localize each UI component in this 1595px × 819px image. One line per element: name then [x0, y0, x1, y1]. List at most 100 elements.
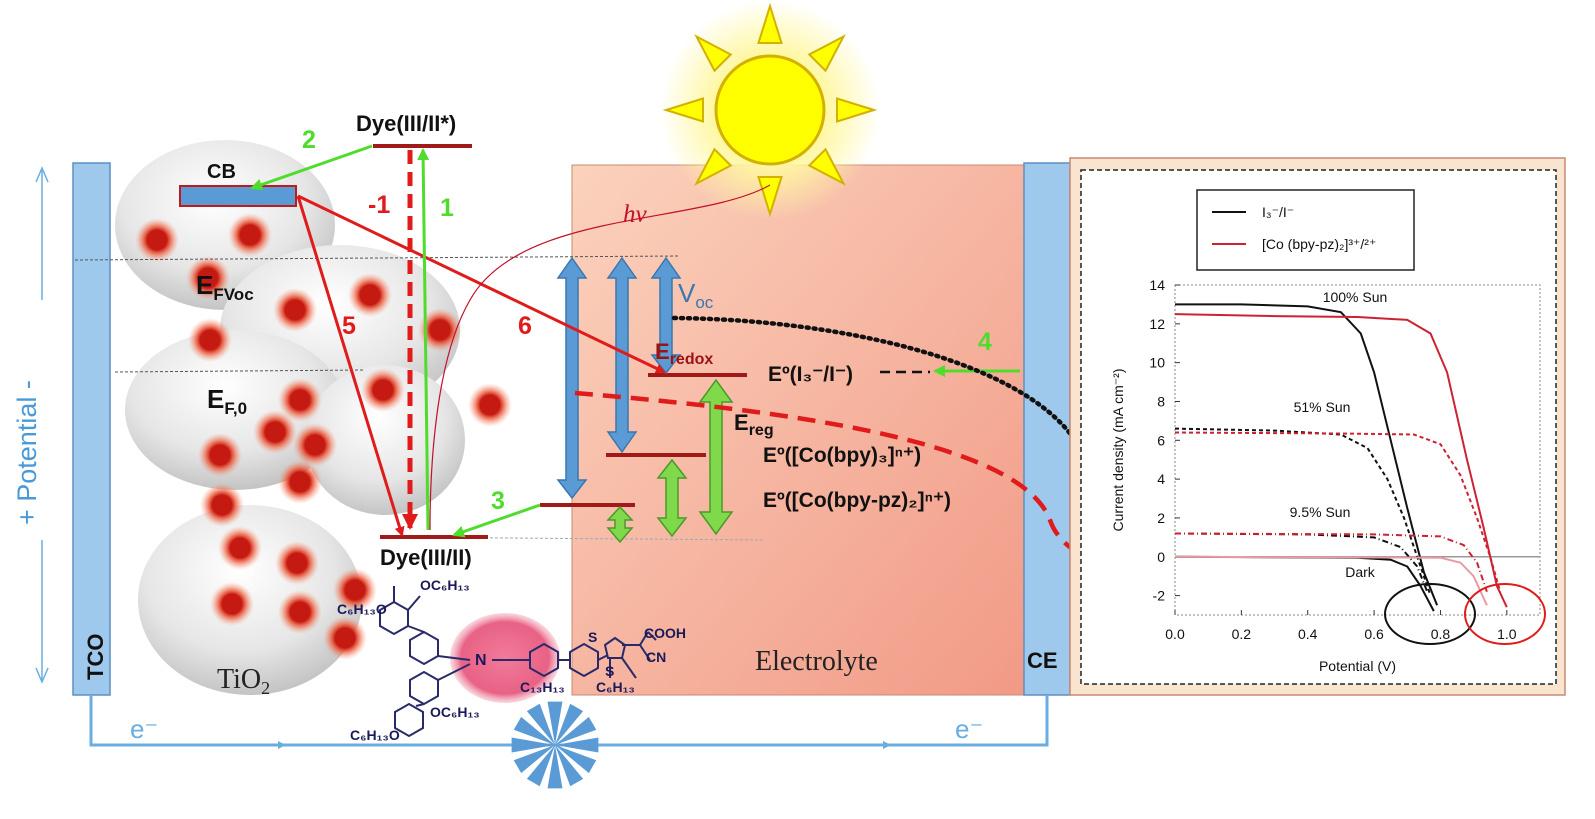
- ce-label: CE: [1027, 648, 1058, 673]
- step-3: 3: [491, 487, 505, 515]
- electron-left: e⁻: [130, 714, 158, 744]
- voltage-arrows: [556, 256, 734, 544]
- step-1: 1: [440, 194, 454, 222]
- y-axis-label: Current density (mA cm⁻²): [1110, 369, 1126, 532]
- step-minus-1: -1: [368, 191, 390, 219]
- dye-dot: [200, 483, 244, 527]
- electrolyte-label: Electrolyte: [755, 646, 878, 677]
- y-tick-label: 10: [1149, 355, 1165, 371]
- fan-blade: [526, 745, 555, 787]
- mol-alk2: C₆H₁₃: [596, 679, 635, 695]
- mol-s1: S: [588, 629, 597, 645]
- chart-annotation: 51% Sun: [1294, 399, 1351, 415]
- chart-annotation: Dark: [1345, 564, 1376, 580]
- chart-annotation: 100% Sun: [1323, 289, 1388, 305]
- x-tick-label: 0.6: [1364, 626, 1384, 642]
- ereg-label: Ereg: [734, 410, 774, 439]
- mol-sub-2: OC₆H₁₃: [420, 577, 470, 593]
- fan-blade: [526, 703, 555, 745]
- step-4: 4: [978, 328, 992, 356]
- series-line: [1174, 313, 1508, 608]
- eredox-label: Eredox: [655, 339, 713, 368]
- hv-label: hν: [623, 201, 648, 228]
- voc-label: Voc: [678, 278, 714, 312]
- dye-dot: [198, 433, 242, 477]
- dye-dots: [135, 213, 512, 660]
- series-line: [1175, 303, 1439, 606]
- e-co-bpypz-label: Eº([Co(bpy-pz)₂]ⁿ⁺): [763, 489, 951, 512]
- tco-electrode: [72, 162, 111, 696]
- sun-ray: [757, 2, 783, 44]
- dye-dot: [293, 423, 337, 467]
- legend-label: I₃⁻/I⁻: [1262, 204, 1294, 220]
- mol-n: N: [475, 652, 487, 669]
- dye-dot: [135, 218, 179, 262]
- fan-blade: [555, 745, 584, 787]
- x-tick-label: 0.0: [1165, 626, 1185, 642]
- fan-blade: [555, 703, 584, 745]
- dye-molecule: C₆H₁₃O OC₆H₁₃ C₆H₁₃O OC₆H₁₃ N S S COOH C…: [337, 577, 686, 743]
- step-6: 6: [518, 312, 532, 340]
- tio2-particles: [115, 140, 465, 695]
- e-iodide-label: Eº(I₃⁻/I⁻): [768, 363, 853, 386]
- dye-dot: [273, 288, 317, 332]
- voc-circle-cobalt: [1464, 583, 1546, 645]
- sun-ray: [694, 34, 733, 73]
- series-line: [1174, 427, 1432, 596]
- e-co-bpy-label: Eº([Co(bpy)₃]ⁿ⁺): [763, 444, 921, 467]
- chart-annotation: 9.5% Sun: [1290, 504, 1351, 520]
- dye-dot: [468, 383, 512, 427]
- plot-area: [1174, 284, 1541, 616]
- y-tick-label: 2: [1157, 510, 1165, 526]
- legend-box: [1196, 189, 1415, 271]
- dye-dot: [253, 410, 297, 454]
- dye-dot: [210, 582, 254, 626]
- ce-electrode: [1023, 162, 1071, 696]
- tio2-label: TiO2: [217, 664, 270, 698]
- fan-blade: [555, 716, 597, 745]
- dye-dot: [278, 590, 322, 634]
- dye-dot: [278, 378, 322, 422]
- dye-dot: [361, 368, 405, 412]
- series-line: [1174, 532, 1429, 593]
- y-tick-label: 12: [1149, 316, 1165, 332]
- potential-axis-label: + Potential -: [12, 380, 42, 525]
- series-line: [1174, 532, 1488, 593]
- sun-icon: [660, 0, 880, 220]
- cb-label: CB: [207, 161, 236, 183]
- fan-blade: [511, 737, 555, 753]
- series-line: [1174, 431, 1502, 592]
- dye-dot: [218, 526, 262, 570]
- x-axis-label: Potential (V): [1319, 658, 1396, 674]
- sun-ray: [757, 176, 783, 218]
- dye-dot: [278, 460, 322, 504]
- dye-dot: [348, 273, 392, 317]
- electron-right: e⁻: [955, 714, 983, 744]
- sun-ray: [807, 147, 846, 186]
- dye-dot: [333, 568, 377, 612]
- legend-label: [Co (bpy-pz)₂]³⁺/²⁺: [1262, 236, 1376, 252]
- mol-acid: COOH: [644, 625, 686, 641]
- dye-dot: [188, 318, 232, 362]
- x-tick-label: 0.2: [1232, 626, 1252, 642]
- sun-ray: [807, 34, 846, 73]
- mol-sub-1: C₆H₁₃O: [337, 601, 387, 617]
- dye-dot: [186, 256, 230, 300]
- dye-dot: [275, 541, 319, 585]
- fan-blade: [547, 701, 563, 745]
- fan-blade: [513, 745, 555, 774]
- y-tick-label: 8: [1157, 393, 1165, 409]
- tco-label: TCO: [83, 634, 108, 680]
- mol-cn: CN: [646, 649, 666, 665]
- mol-alk1: C₁₃H₁₃: [520, 679, 565, 695]
- fan-blade: [513, 716, 555, 745]
- mol-s2: S: [605, 663, 614, 679]
- sun-ray: [662, 97, 704, 123]
- fan-blade: [555, 745, 597, 774]
- fan-blade: [547, 745, 563, 789]
- dye-dot: [323, 616, 367, 660]
- mol-sub-4: OC₆H₁₃: [430, 704, 480, 720]
